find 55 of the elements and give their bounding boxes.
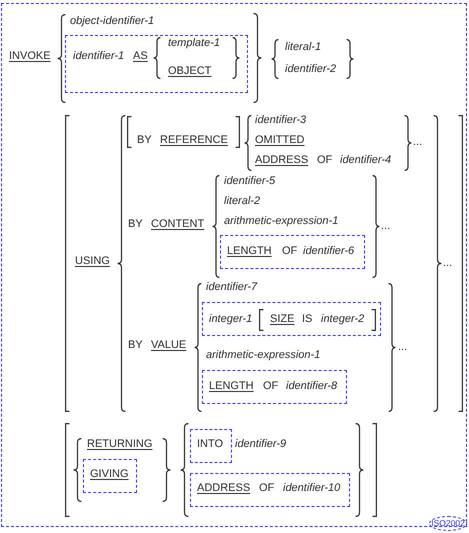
variable-text: object-identifier-1 (70, 15, 154, 28)
ellipsis-text: ... (413, 136, 422, 149)
keyword-text: CONTENT (151, 218, 204, 231)
ellipsis-text: ... (443, 257, 452, 270)
dashed-box (202, 302, 381, 336)
dashed-box (190, 429, 232, 463)
syntax-frame (1, 3, 467, 527)
dashed-box (220, 235, 365, 269)
optional-word-text: IS (302, 313, 312, 326)
keyword-text: SIZE (270, 313, 294, 326)
keyword-text: OMITTED (255, 134, 304, 147)
optional-word-text: OF (282, 245, 298, 258)
optional-word-text: OF (259, 482, 274, 495)
variable-text: template-1 (168, 37, 220, 50)
variable-text: arithmetic-expression-1 (206, 349, 320, 362)
variable-text: integer-1 (209, 313, 252, 326)
variable-text: integer-2 (321, 313, 364, 326)
dashed-box (202, 370, 347, 404)
variable-text: identifier-2 (285, 63, 336, 76)
variable-text: identifier-1 (73, 50, 124, 63)
variable-text: identifier-9 (235, 438, 286, 451)
variable-text: identifier-6 (303, 245, 354, 258)
dashed-box (190, 473, 350, 507)
optional-word-text: BY (137, 134, 152, 147)
variable-text: identifier-4 (340, 154, 392, 167)
ellipsis-text: ... (398, 341, 408, 354)
variable-text: identifier-5 (224, 175, 276, 188)
keyword-text: GIVING (90, 468, 129, 481)
optional-word-text: BY (128, 218, 143, 231)
keyword-text: AS (133, 50, 148, 63)
keyword-text: INVOKE (9, 50, 51, 63)
variable-text: identifier-3 (255, 114, 306, 127)
variable-text: literal-1 (285, 41, 322, 54)
keyword-text: VALUE (151, 339, 186, 352)
dashed-box (65, 35, 248, 93)
dashed-box (83, 459, 137, 493)
variable-text: identifier-10 (283, 482, 340, 495)
optional-word-text: BY (128, 339, 143, 352)
ellipsis-text: ... (381, 220, 390, 233)
keyword-text: USING (75, 255, 110, 268)
keyword-text: LENGTH (227, 245, 272, 258)
optional-word-text: INTO (197, 438, 224, 451)
optional-word-text: OF (263, 380, 278, 393)
keyword-text: ADDRESS (255, 154, 308, 167)
optional-word-text: OF (317, 154, 332, 167)
keyword-text: ADDRESS (197, 482, 250, 495)
keyword-text: REFERENCE (160, 134, 228, 147)
keyword-text: LENGTH (209, 380, 254, 393)
variable-text: arithmetic-expression-1 (224, 215, 338, 228)
keyword-text: RETURNING (87, 438, 152, 451)
variable-text: identifier-8 (286, 380, 338, 393)
keyword-text: OBJECT (168, 65, 212, 78)
variable-text: identifier-7 (206, 281, 258, 294)
variable-text: literal-2 (224, 195, 260, 208)
standard-tag: ISO2002 (429, 516, 467, 531)
